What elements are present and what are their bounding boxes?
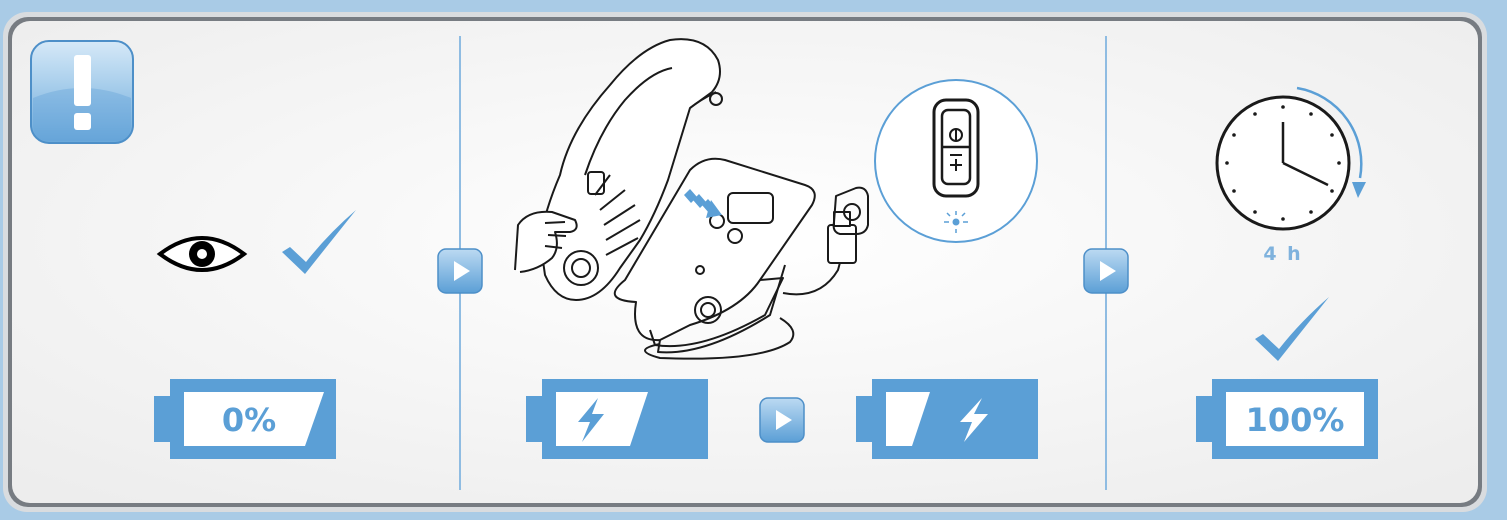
charge-time-label: 4 h bbox=[1263, 243, 1303, 265]
battery-charging-high bbox=[856, 379, 1038, 459]
battery-empty bbox=[154, 379, 336, 459]
power-switch-icon bbox=[874, 79, 1038, 243]
battery-full bbox=[1196, 379, 1378, 459]
next-step-arrow-small bbox=[759, 397, 805, 443]
vacuum-on-base-illustration bbox=[514, 38, 869, 360]
elapsed-time-arrow bbox=[1296, 86, 1366, 198]
alert-exclamation-icon bbox=[30, 40, 134, 144]
clock-icon bbox=[1215, 95, 1351, 231]
eye-icon bbox=[156, 236, 248, 272]
outer-frame bbox=[3, 12, 1487, 512]
next-step-arrow bbox=[437, 248, 483, 294]
checkmark-icon bbox=[282, 210, 356, 274]
next-step-arrow bbox=[1083, 248, 1129, 294]
battery-charging-low bbox=[526, 379, 708, 459]
checkmark-icon bbox=[1255, 297, 1329, 361]
battery-empty-label: 0% bbox=[221, 401, 277, 439]
battery-full-label: 100% bbox=[1245, 401, 1345, 439]
insert-direction-arrows bbox=[684, 189, 722, 218]
